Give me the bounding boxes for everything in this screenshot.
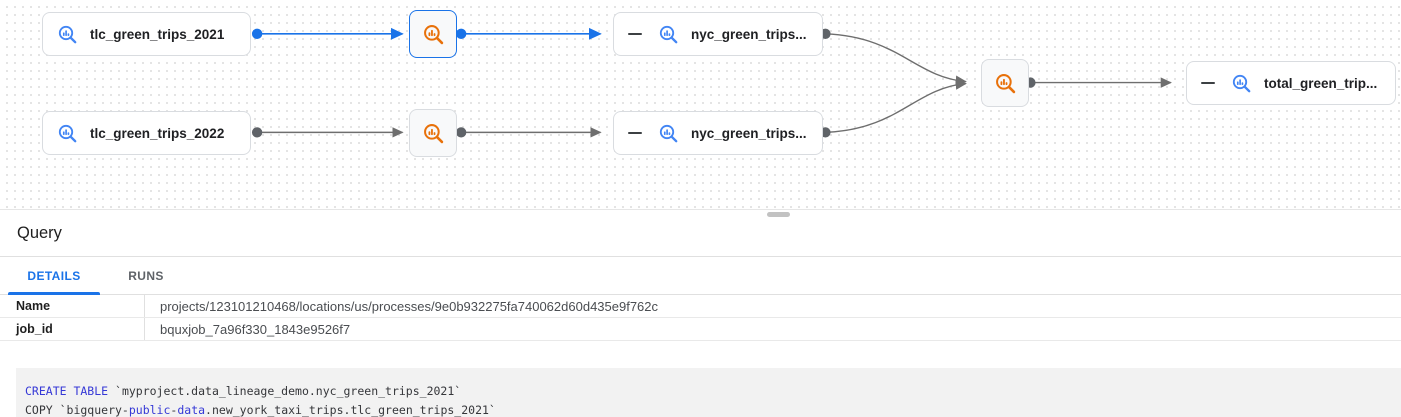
node-label: nyc_green_trips... [691,125,807,141]
node-label: tlc_green_trips_2021 [90,26,225,42]
row-label: Name [0,295,145,317]
row-value: bquxjob_7a96f330_1843e9526f7 [160,321,351,337]
panel-title: Query [17,223,62,242]
tab-details[interactable]: DETAILS [8,257,100,295]
node-label: total_green_trip... [1264,75,1378,91]
process-node-2022[interactable] [409,109,457,157]
process-node-2021[interactable] [409,10,457,58]
sql-line-2: COPY `bigquery-public-data.new_york_taxi… [25,403,496,417]
node-label: tlc_green_trips_2022 [90,125,225,141]
bigquery-process-icon [422,23,445,46]
bigquery-process-icon [994,72,1017,95]
bigquery-table-icon [658,123,679,144]
details-panel: Query DETAILS RUNS Name projects/1231012… [0,210,1401,417]
node-tlc-green-trips-2021[interactable]: tlc_green_trips_2021 [42,12,251,56]
collapse-icon[interactable] [1201,82,1215,84]
node-nyc-green-trips-2022[interactable]: nyc_green_trips... [613,111,823,155]
process-node-total[interactable] [981,59,1029,107]
table-row-job-id: job_id bquxjob_7a96f330_1843e9526f7 [0,318,1401,341]
sql-line-1: CREATE TABLE `myproject.data_lineage_dem… [25,384,462,398]
panel-header: Query [0,210,1401,257]
sql-code-block: CREATE TABLE `myproject.data_lineage_dem… [16,368,1401,417]
node-total-green-trips[interactable]: total_green_trip... [1186,61,1396,105]
panel-resize-handle[interactable] [767,212,790,217]
row-label: job_id [0,318,145,340]
tab-bar: DETAILS RUNS [0,257,1401,295]
bigquery-process-icon [422,122,445,145]
collapse-icon[interactable] [628,132,642,134]
node-nyc-green-trips-2021[interactable]: nyc_green_trips... [613,12,823,56]
collapse-icon[interactable] [628,33,642,35]
bigquery-table-icon [1231,73,1252,94]
bigquery-table-icon [57,24,78,45]
bigquery-table-icon [658,24,679,45]
tab-runs[interactable]: RUNS [128,268,164,283]
bigquery-table-icon [57,123,78,144]
node-tlc-green-trips-2022[interactable]: tlc_green_trips_2022 [42,111,251,155]
lineage-canvas[interactable]: tlc_green_trips_2021 nyc_green_trips... … [0,0,1401,210]
table-row-name: Name projects/123101210468/locations/us/… [0,295,1401,318]
node-label: nyc_green_trips... [691,26,807,42]
row-value: projects/123101210468/locations/us/proce… [160,298,659,314]
